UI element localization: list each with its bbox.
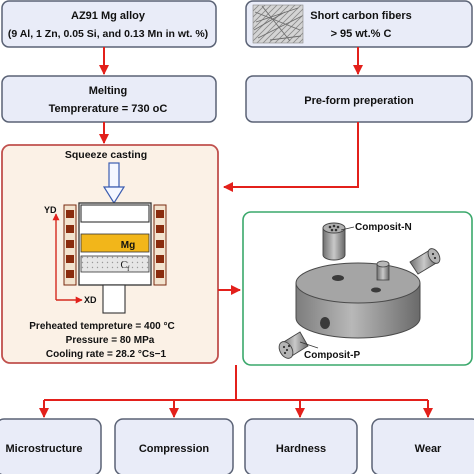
param-cooling-rate: Cooling rate = 28.2 °Cs−1	[46, 349, 167, 360]
specimen-n	[322, 222, 346, 261]
preform-box: Pre-form preperation	[245, 75, 473, 123]
alloy-title: AZ91 Mg alloy	[71, 10, 146, 22]
test-label-microstructure: Microstructure	[5, 443, 82, 455]
casting-panel: Squeeze casting	[1, 144, 219, 364]
test-label-wear: Wear	[415, 443, 442, 455]
param-preheat: Preheated tempreture = 400 °C	[29, 321, 174, 332]
alloy-composition: (9 Al, 1 Zn, 0.05 Si, and 0.13 Mn in wt.…	[8, 28, 208, 40]
label-composit-n: Composit-N	[355, 222, 412, 233]
die-assembly: Mg Cf	[63, 202, 167, 314]
mg-layer	[80, 233, 150, 253]
fiber-layer	[80, 255, 150, 273]
carbon-fibers-image	[252, 4, 304, 44]
specimen-p	[278, 331, 309, 359]
melting-box: Melting Temprerature = 730 oC	[1, 75, 217, 123]
arrow-preform-to-casting	[223, 122, 359, 192]
label-composit-p: Composit-P	[304, 350, 360, 361]
alloy-box: AZ91 Mg alloy (9 Al, 1 Zn, 0.05 Si, and …	[1, 0, 217, 48]
cf-label: Cf	[120, 260, 130, 273]
specimen-side	[409, 248, 441, 275]
test-distribution-arrows	[39, 365, 433, 418]
fibers-content: > 95 wt.% C	[331, 28, 392, 40]
test-label-compression: Compression	[139, 443, 210, 455]
melting-title: Melting	[89, 85, 128, 97]
fibers-title: Short carbon fibers	[310, 10, 411, 22]
composite-sample-image	[278, 222, 441, 359]
composite-panel: Composit-N Composit-P	[242, 211, 473, 366]
heater-left	[63, 204, 77, 286]
param-pressure: Pressure = 80 MPa	[66, 335, 155, 346]
test-box-wear: Wear	[371, 418, 474, 474]
test-box-hardness: Hardness	[244, 418, 358, 474]
axes: YD XD	[44, 205, 97, 305]
fibers-box: Short carbon fibers > 95 wt.% C	[245, 0, 473, 48]
preform-title: Pre-form preperation	[304, 95, 414, 107]
test-box-compression: Compression	[114, 418, 234, 474]
test-box-microstructure: Microstructure	[0, 418, 102, 474]
punch-arrow	[102, 162, 126, 205]
specimen-stub	[376, 260, 390, 281]
test-label-hardness: Hardness	[276, 443, 326, 455]
casting-title: Squeeze casting	[65, 149, 147, 161]
axis-yd-label: YD	[44, 205, 57, 215]
axis-xd-label: XD	[84, 295, 97, 305]
mg-label: Mg	[121, 240, 135, 251]
melting-temperature: Temprerature = 730 oC	[49, 103, 168, 115]
heater-right	[153, 204, 167, 286]
